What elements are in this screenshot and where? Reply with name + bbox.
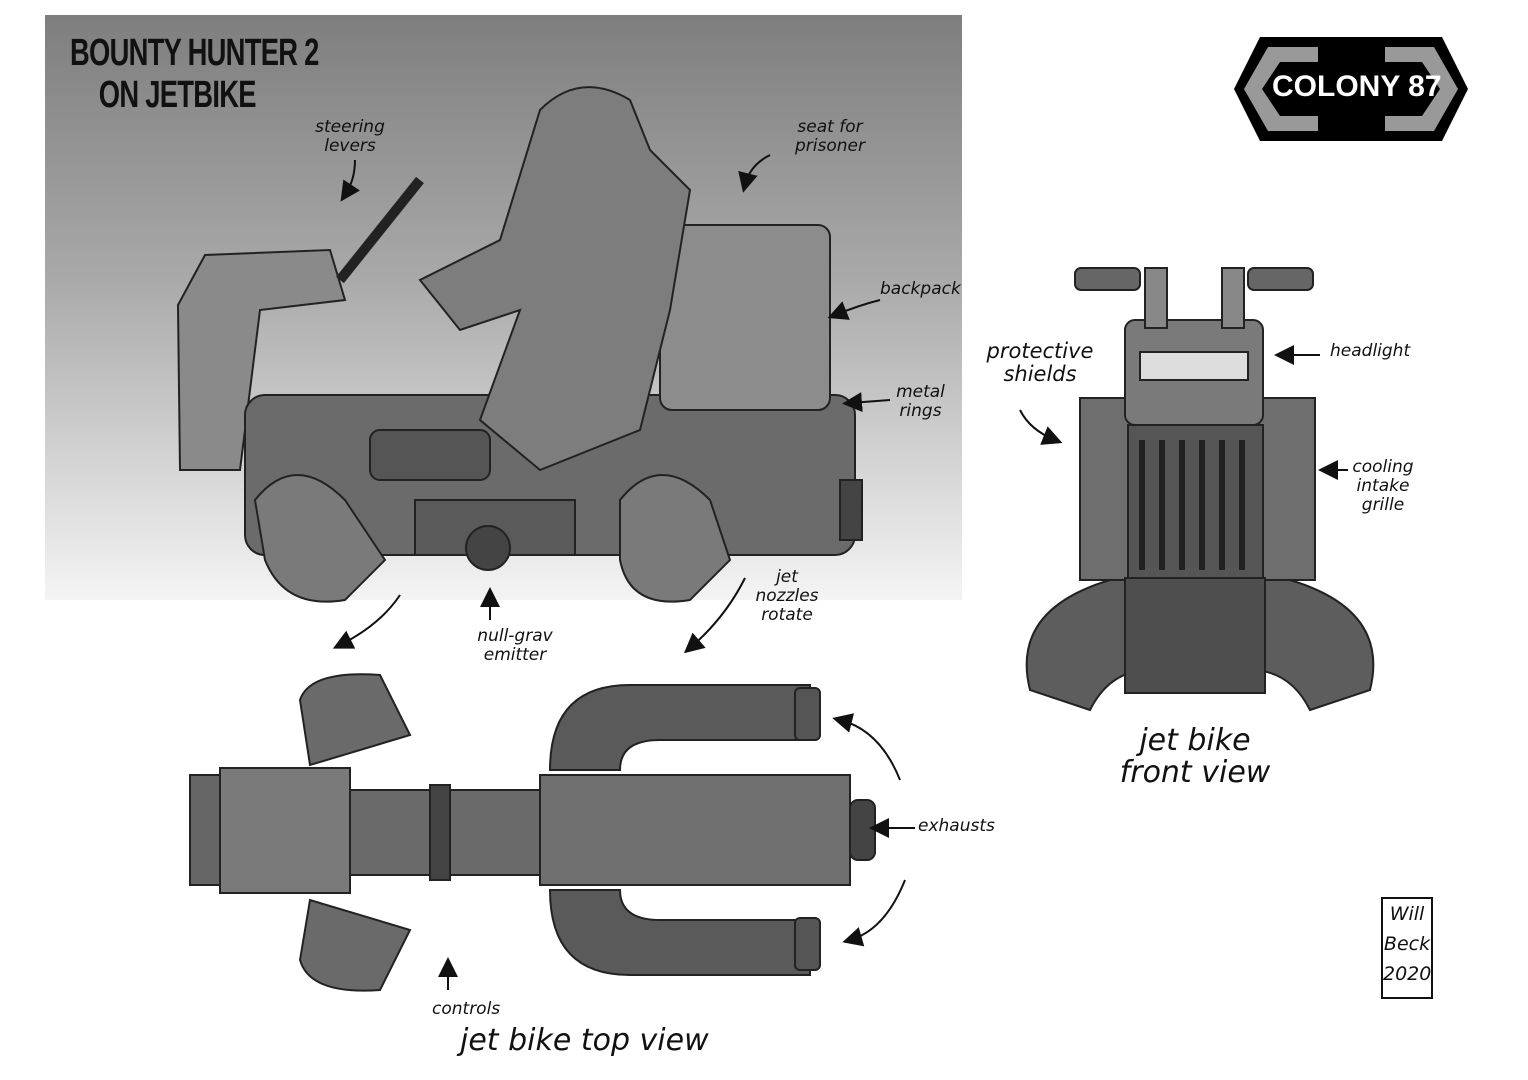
signature-surname: Beck <box>1383 933 1431 955</box>
logo-text: COLONY 87 <box>1272 70 1442 103</box>
signature-name: Will <box>1389 903 1425 925</box>
artist-signature: Will Beck 2020 <box>1381 897 1433 999</box>
note-controls: controls <box>432 999 501 1019</box>
side-view-bike <box>176 86 863 603</box>
title-line-2: ON JETBIKE <box>98 74 257 116</box>
title-line-1: BOUNTY HUNTER 2 <box>70 32 319 74</box>
note-protective-shields: protective shields <box>986 339 1094 386</box>
front-view-bike <box>1025 267 1375 712</box>
note-exhausts: exhausts <box>918 816 995 836</box>
note-cooling-intake-grille: cooling intake grille <box>1352 457 1414 515</box>
annotation-arrows <box>332 154 1348 990</box>
note-steering-levers: steering levers <box>315 117 385 156</box>
note-null-grav-emitter: null-grav emitter <box>477 626 553 665</box>
top-view-caption: jet bike top view <box>460 1023 709 1058</box>
colony-87-logo <box>1234 37 1468 141</box>
sheet-title: BOUNTY HUNTER 2 ON JETBIKE <box>70 32 319 116</box>
top-view-bike <box>189 673 876 992</box>
note-jet-nozzles-rotate: jet nozzles rotate <box>755 567 819 625</box>
note-metal-rings: metal rings <box>896 382 945 421</box>
front-view-caption: jet bike front view <box>1119 723 1271 790</box>
note-backpack: backpack <box>880 279 961 299</box>
note-seat-for-prisoner: seat for prisoner <box>795 117 865 156</box>
note-headlight: headlight <box>1330 341 1411 361</box>
signature-year: 2020 <box>1383 963 1432 985</box>
